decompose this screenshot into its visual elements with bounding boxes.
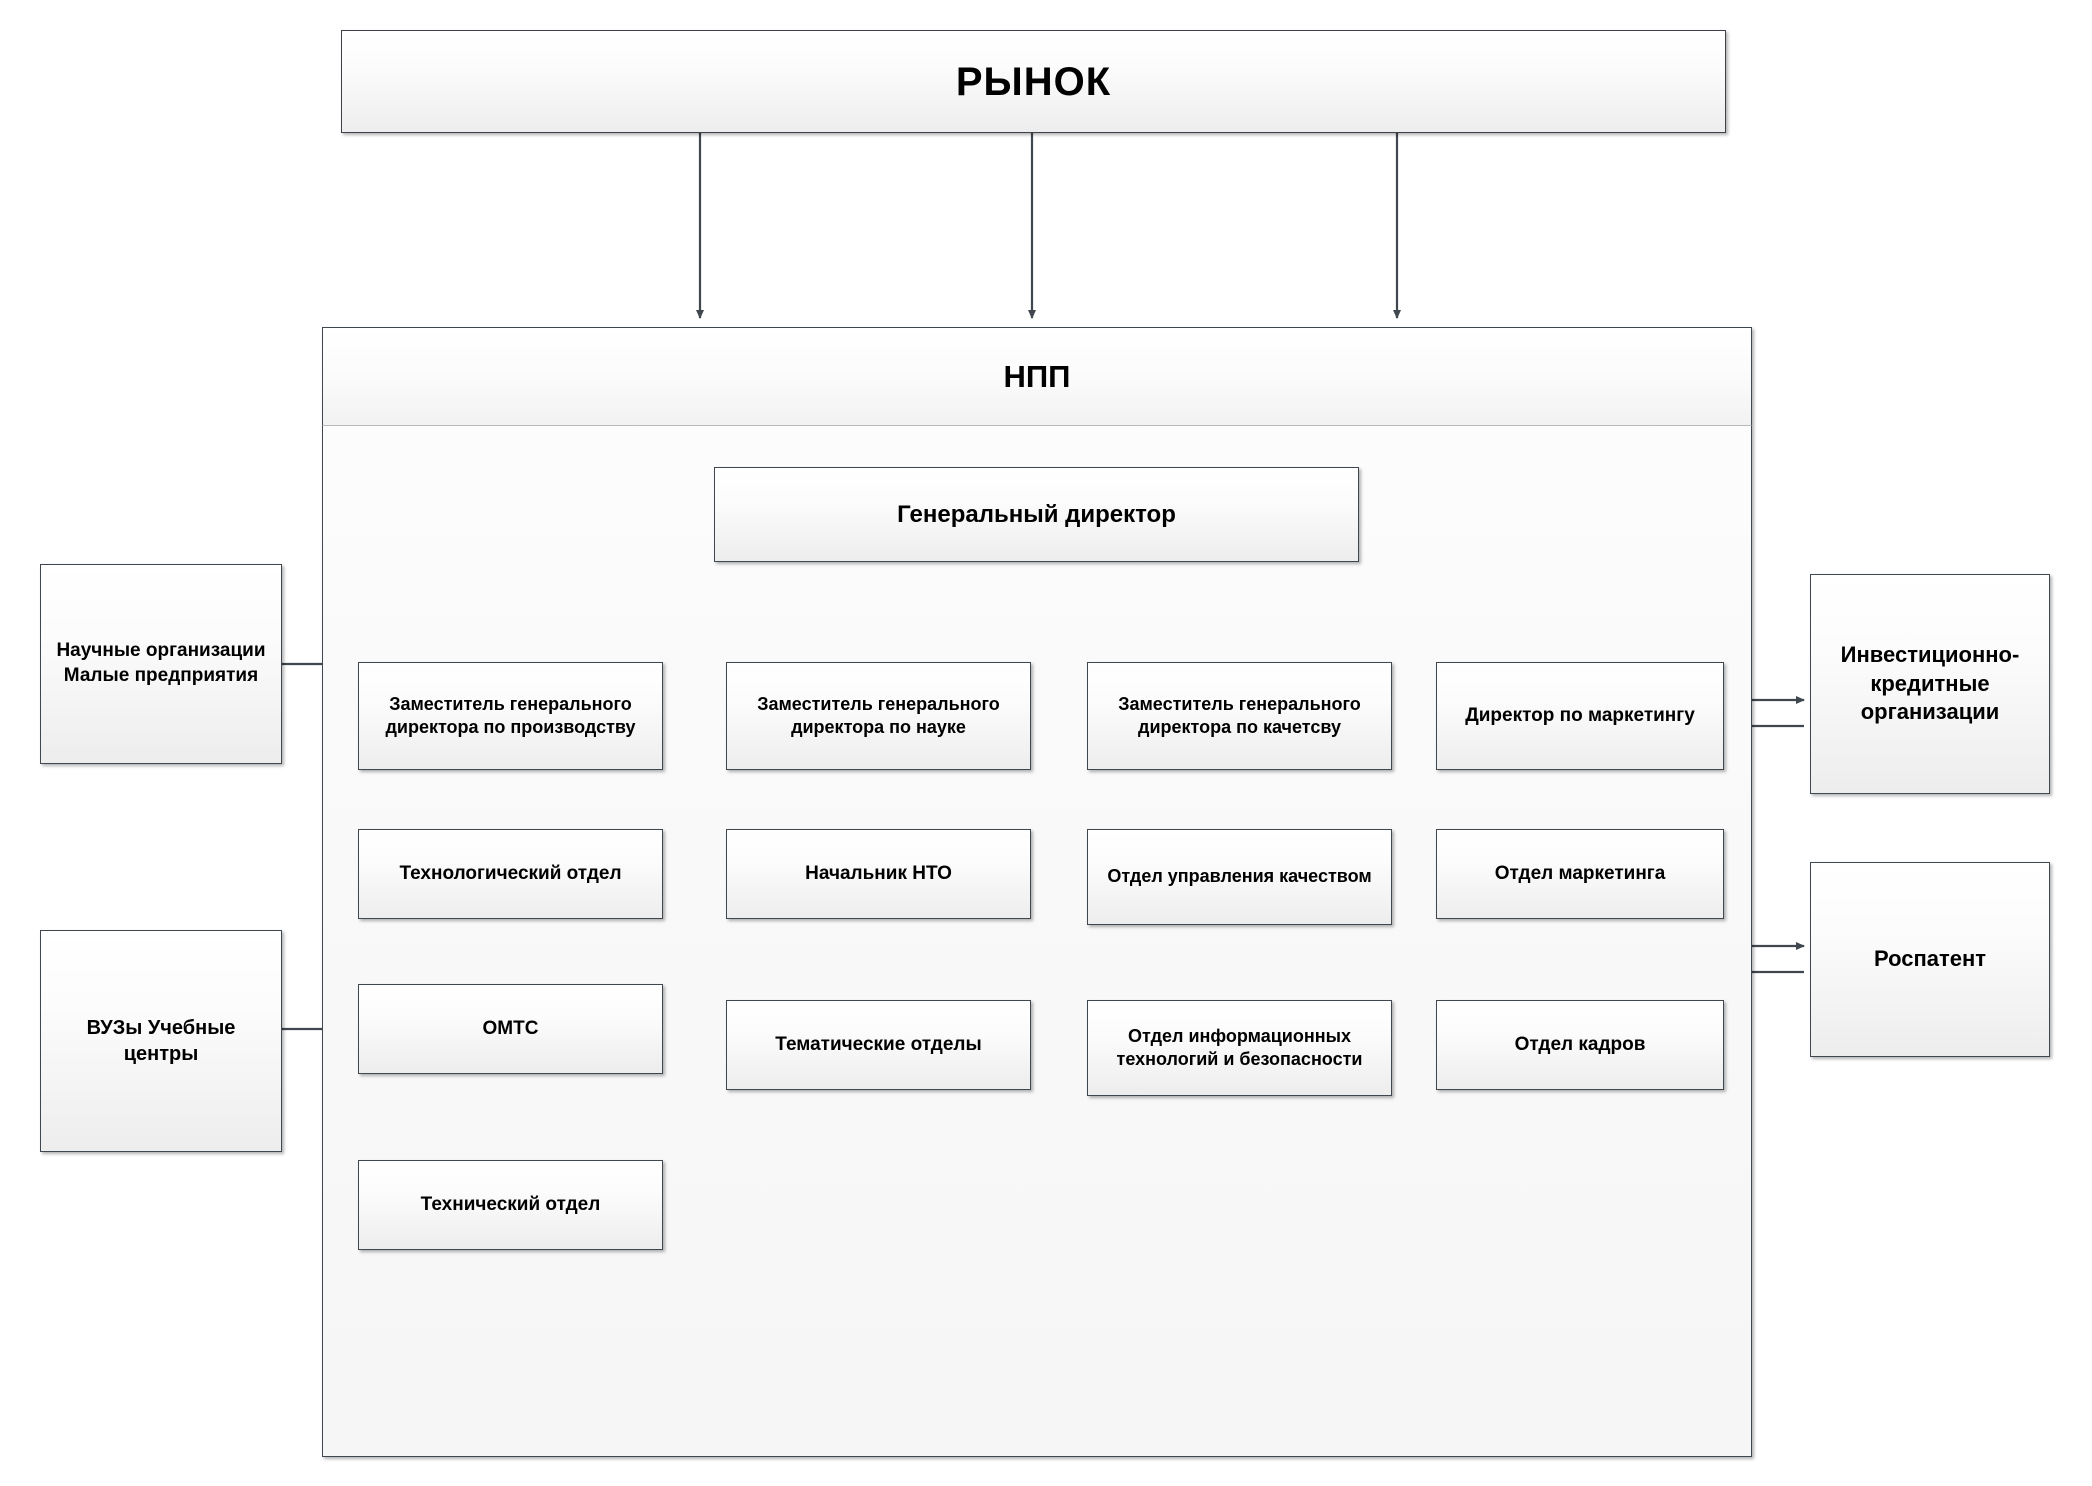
- deputy-production-label: Заместитель генерального директора по пр…: [385, 693, 636, 737]
- external-universities-label: ВУЗы Учебные центры: [86, 1017, 236, 1065]
- external-rospatent-label: Роспатент: [1873, 946, 1987, 972]
- general-director-label: Генеральный директор: [897, 500, 1176, 528]
- unit-omts[interactable]: ОМТС: [358, 984, 663, 1074]
- deputy-quality-label: Заместитель генерального директора по ка…: [1118, 693, 1361, 737]
- unit-technical-department[interactable]: Технический отдел: [358, 1160, 663, 1250]
- unit-quality-management-label: Отдел управления качеством: [1107, 866, 1372, 887]
- unit-marketing-department[interactable]: Отдел маркетинга: [1436, 829, 1724, 919]
- general-director-box[interactable]: Генеральный директор: [714, 467, 1359, 562]
- director-marketing-label: Директор по маркетингу: [1465, 704, 1695, 726]
- deputy-quality-box[interactable]: Заместитель генерального директора по ка…: [1087, 662, 1392, 770]
- market-label: РЫНОК: [955, 59, 1112, 104]
- npp-header: НПП: [322, 327, 1752, 426]
- unit-it-security-label: Отдел информационных технологий и безопа…: [1116, 1025, 1363, 1069]
- external-investment-credit-organizations[interactable]: Инвестиционно-кредитные организации: [1810, 574, 2050, 794]
- external-investment-credit-organizations-label: Инвестиционно-кредитные организации: [1840, 642, 2020, 725]
- unit-hr-department[interactable]: Отдел кадров: [1436, 1000, 1724, 1090]
- deputy-science-box[interactable]: Заместитель генерального директора по на…: [726, 662, 1031, 770]
- unit-technological-department[interactable]: Технологический отдел: [358, 829, 663, 919]
- unit-quality-management[interactable]: Отдел управления качеством: [1087, 829, 1392, 925]
- unit-hr-department-label: Отдел кадров: [1514, 1033, 1646, 1055]
- unit-technical-department-label: Технический отдел: [420, 1193, 601, 1215]
- unit-nto-head-label: Начальник НТО: [805, 862, 952, 884]
- npp-label: НПП: [1003, 358, 1071, 394]
- unit-thematic-departments[interactable]: Тематические отделы: [726, 1000, 1031, 1090]
- market-box[interactable]: РЫНОК: [341, 30, 1726, 133]
- deputy-production-box[interactable]: Заместитель генерального директора по пр…: [358, 662, 663, 770]
- unit-nto-head[interactable]: Начальник НТО: [726, 829, 1031, 919]
- unit-technological-department-label: Технологический отдел: [399, 862, 622, 884]
- external-scientific-organizations[interactable]: Научные организации Малые предприятия: [40, 564, 282, 764]
- unit-omts-label: ОМТС: [482, 1017, 539, 1039]
- unit-it-security[interactable]: Отдел информационных технологий и безопа…: [1087, 1000, 1392, 1096]
- director-marketing-box[interactable]: Директор по маркетингу: [1436, 662, 1724, 770]
- unit-thematic-departments-label: Тематические отделы: [775, 1033, 982, 1055]
- deputy-science-label: Заместитель генерального директора по на…: [757, 693, 1000, 737]
- external-rospatent[interactable]: Роспатент: [1810, 862, 2050, 1057]
- unit-marketing-department-label: Отдел маркетинга: [1494, 862, 1666, 884]
- external-universities[interactable]: ВУЗы Учебные центры: [40, 930, 282, 1152]
- external-scientific-organizations-label: Научные организации Малые предприятия: [56, 640, 266, 686]
